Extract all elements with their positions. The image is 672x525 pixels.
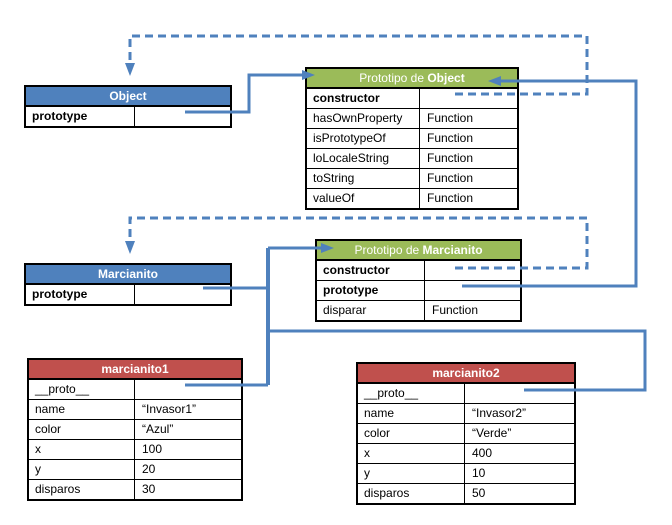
row-label: prototype xyxy=(26,285,135,304)
row-label: constructor xyxy=(317,261,425,280)
row-value xyxy=(135,285,230,304)
table-row: prototype xyxy=(26,107,230,126)
table-row: x 400 xyxy=(358,444,574,464)
row-value xyxy=(135,107,230,126)
row-value: Function xyxy=(427,191,474,205)
row-value: “Invasor1” xyxy=(142,402,197,416)
row-label: loLocaleString xyxy=(307,149,420,168)
object-table-header: Object xyxy=(26,87,230,107)
header-name: Object xyxy=(427,71,465,85)
marcianito-table: Marcianito prototype xyxy=(24,263,232,306)
row-value: “Verde” xyxy=(472,426,512,440)
row-label: color xyxy=(358,424,465,443)
row-value xyxy=(465,384,574,403)
row-value: 50 xyxy=(472,486,486,500)
row-label: disparar xyxy=(317,301,425,320)
table-row: __proto__ xyxy=(29,380,241,400)
table-row: disparos 50 xyxy=(358,484,574,503)
table-row: loLocaleString Function xyxy=(307,149,517,169)
row-label: isPrototypeOf xyxy=(307,129,420,148)
proto-marcianito-table-header: Prototipo de Marcianito xyxy=(317,241,520,261)
row-label: x xyxy=(358,444,465,463)
header-prefix: Prototipo de xyxy=(354,243,423,257)
table-row: __proto__ xyxy=(358,384,574,404)
marcianito2-table-header: marcianito2 xyxy=(358,364,574,384)
row-value: 400 xyxy=(472,446,493,460)
proto-object-table: Prototipo de Object constructor hasOwnPr… xyxy=(305,67,519,210)
row-label: name xyxy=(358,404,465,423)
object-table: Object prototype xyxy=(24,85,232,128)
row-value: Function xyxy=(432,303,479,317)
table-row: name “Invasor2” xyxy=(358,404,574,424)
marcianito1-table: marcianito1 __proto__ name “Invasor1” co… xyxy=(27,358,243,501)
row-label: y xyxy=(358,464,465,483)
row-label: color xyxy=(29,420,135,439)
row-value: 20 xyxy=(142,462,156,476)
row-label: y xyxy=(29,460,135,479)
row-label: name xyxy=(29,400,135,419)
row-label: disparos xyxy=(29,480,135,499)
row-value: “Invasor2” xyxy=(472,406,527,420)
row-value: Function xyxy=(427,111,474,125)
row-value xyxy=(425,281,520,300)
row-label: valueOf xyxy=(307,189,420,208)
proto-marcianito-table: Prototipo de Marcianito constructor prot… xyxy=(315,239,522,322)
row-label: prototype xyxy=(26,107,135,126)
table-row: prototype xyxy=(26,285,230,304)
table-row: disparos 30 xyxy=(29,480,241,499)
proto-object-table-header: Prototipo de Object xyxy=(307,69,517,89)
row-label: x xyxy=(29,440,135,459)
table-row: prototype xyxy=(317,281,520,301)
table-row: toString Function xyxy=(307,169,517,189)
table-row: color “Verde” xyxy=(358,424,574,444)
marcianito2-table: marcianito2 __proto__ name “Invasor2” co… xyxy=(356,362,576,505)
table-row: hasOwnProperty Function xyxy=(307,109,517,129)
row-value xyxy=(135,380,241,399)
marcianito1-table-header: marcianito1 xyxy=(29,360,241,380)
table-row: y 10 xyxy=(358,464,574,484)
table-row: isPrototypeOf Function xyxy=(307,129,517,149)
table-row: constructor xyxy=(317,261,520,281)
row-value: Function xyxy=(427,151,474,165)
table-row: disparar Function xyxy=(317,301,520,320)
row-label: toString xyxy=(307,169,420,188)
table-row: valueOf Function xyxy=(307,189,517,208)
row-value: Function xyxy=(427,171,474,185)
row-label: hasOwnProperty xyxy=(307,109,420,128)
table-row: name “Invasor1” xyxy=(29,400,241,420)
table-row: color “Azul” xyxy=(29,420,241,440)
row-label: __proto__ xyxy=(358,384,465,403)
table-row: y 20 xyxy=(29,460,241,480)
row-label: __proto__ xyxy=(29,380,135,399)
header-name: Marcianito xyxy=(422,243,483,257)
row-label: disparos xyxy=(358,484,465,503)
table-row: constructor xyxy=(307,89,517,109)
row-value xyxy=(425,261,520,280)
row-value xyxy=(420,89,517,108)
row-value: “Azul” xyxy=(142,422,174,436)
row-value: 30 xyxy=(142,482,156,496)
row-label: prototype xyxy=(317,281,425,300)
header-prefix: Prototipo de xyxy=(359,71,428,85)
marcianito-table-header: Marcianito xyxy=(26,265,230,285)
row-label: constructor xyxy=(307,89,420,108)
row-value: 10 xyxy=(472,466,486,480)
row-value: Function xyxy=(427,131,474,145)
table-row: x 100 xyxy=(29,440,241,460)
row-value: 100 xyxy=(142,442,163,456)
